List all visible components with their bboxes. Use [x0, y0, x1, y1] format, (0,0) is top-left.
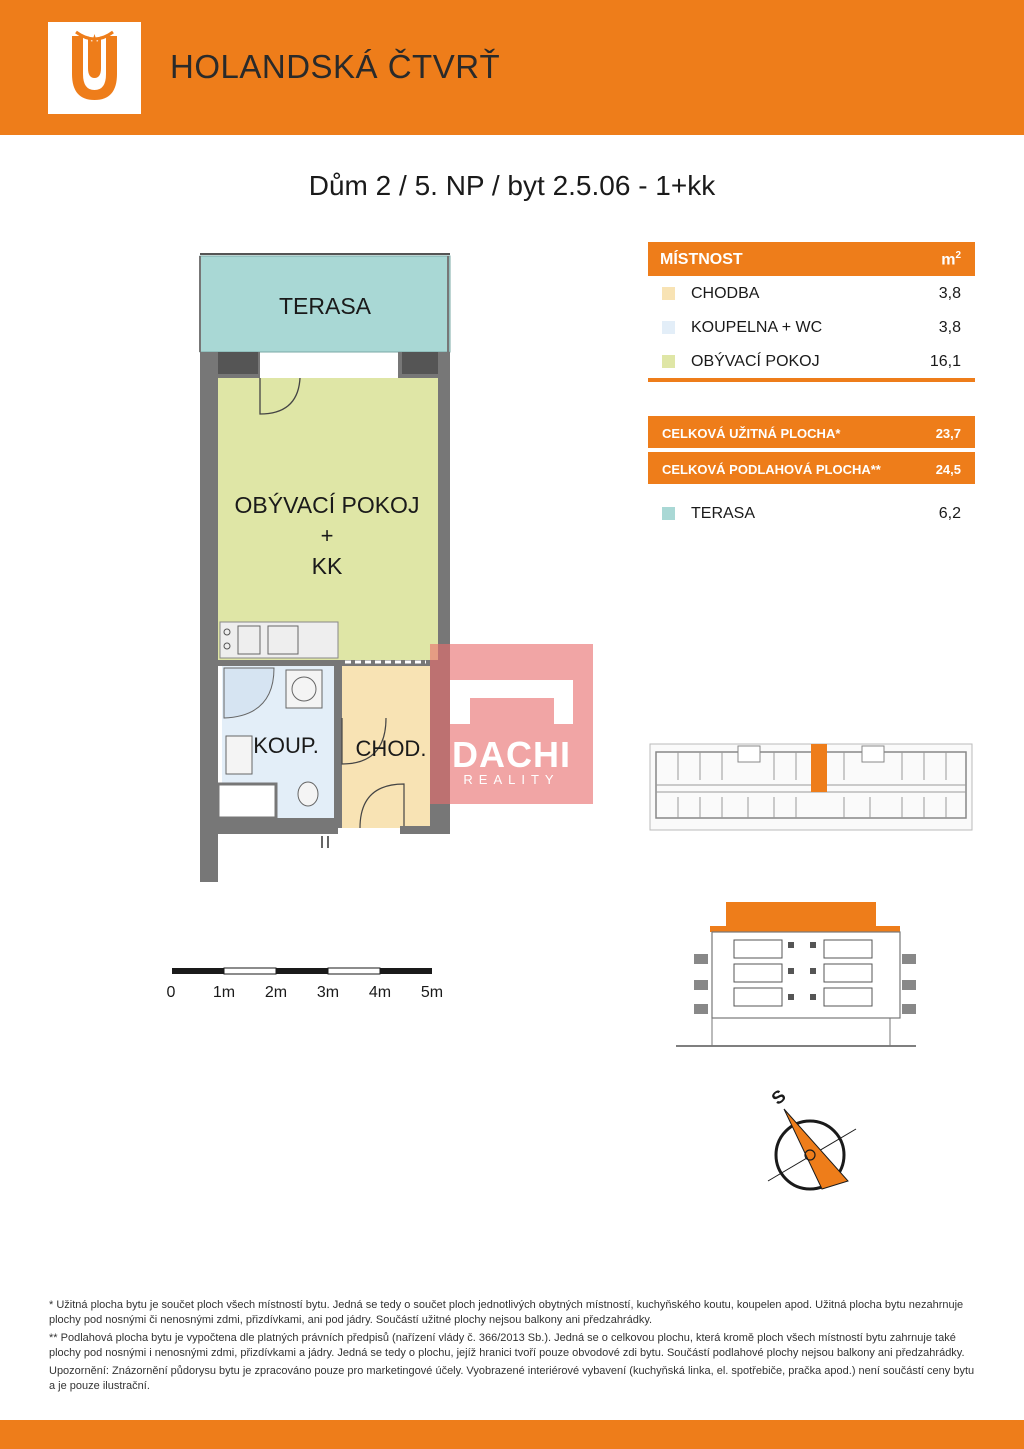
table-row: KOUPELNA + WC 3,8	[648, 310, 975, 344]
hallway-label: CHOD.	[356, 736, 427, 761]
floor-plan: TERASA OBÝVACÍ POKOJ + KK KOUP. CHOD.	[190, 248, 460, 893]
watermark-text: DACHI	[452, 734, 571, 775]
site-plan-diagram	[648, 742, 974, 837]
footnotes: * Užitná plocha bytu je součet ploch vše…	[49, 1298, 979, 1397]
compass: S	[760, 1085, 870, 1210]
scale-label: 5m	[421, 984, 443, 1001]
compass-south-label: S	[768, 1086, 790, 1109]
room-table: MÍSTNOST m2 CHODBA 3,8 KOUPELNA + WC 3,8…	[648, 242, 975, 382]
color-swatch	[662, 287, 675, 300]
col-unit-header: m2	[941, 250, 961, 269]
total-floor-area: CELKOVÁ PODLAHOVÁ PLOCHA** 24,5	[648, 452, 975, 484]
terasa-area	[199, 255, 451, 353]
total-usable-area: CELKOVÁ UŽITNÁ PLOCHA* 23,7	[648, 416, 975, 448]
scale-label: 3m	[317, 984, 339, 1001]
footnote-usable-area: * Užitná plocha bytu je součet ploch vše…	[49, 1299, 964, 1326]
color-swatch	[662, 507, 675, 520]
scale-label: 4m	[369, 984, 391, 1001]
footnote-disclaimer: Upozornění: Znázornění půdorysu bytu je …	[49, 1365, 975, 1392]
terasa-label: TERASA	[279, 293, 372, 319]
table-row: CHODBA 3,8	[648, 276, 975, 310]
scale-bar: 0 1m 2m 3m 4m 5m	[160, 962, 460, 1009]
tulip-u-logo-icon	[72, 30, 117, 100]
terasa-row: TERASA 6,2	[648, 496, 975, 530]
brand-name: HOLANDSKÁ ČTVRŤ	[170, 48, 501, 85]
table-header: MÍSTNOST m2	[648, 242, 975, 276]
scale-label: 1m	[213, 984, 235, 1001]
living-room-area	[218, 378, 438, 660]
living-room-kk: KK	[312, 553, 343, 579]
table-divider	[648, 378, 975, 382]
scale-label: 2m	[265, 984, 287, 1001]
logo	[48, 22, 141, 114]
col-room-header: MÍSTNOST	[660, 251, 743, 268]
watermark-house-icon	[450, 680, 573, 724]
living-room-label: OBÝVACÍ POKOJ	[235, 492, 420, 518]
building-elevation-diagram	[676, 898, 916, 1055]
bathroom-label: KOUP.	[253, 733, 319, 758]
watermark-subtext: REALITY	[463, 772, 560, 787]
dachi-reality-watermark: DACHI REALITY	[430, 644, 593, 804]
footer-bar	[0, 1420, 1024, 1449]
header-bar: HOLANDSKÁ ČTVRŤ	[0, 0, 1024, 135]
living-room-plus: +	[321, 523, 334, 548]
color-swatch	[662, 321, 675, 334]
hallway-area	[342, 666, 430, 828]
scale-label: 0	[167, 984, 176, 1001]
footnote-floor-area: ** Podlahová plocha bytu je vypočtena dl…	[49, 1332, 965, 1359]
color-swatch	[662, 355, 675, 368]
table-row: OBÝVACÍ POKOJ 16,1	[648, 344, 975, 378]
page-title: Dům 2 / 5. NP / byt 2.5.06 - 1+kk	[308, 170, 716, 201]
